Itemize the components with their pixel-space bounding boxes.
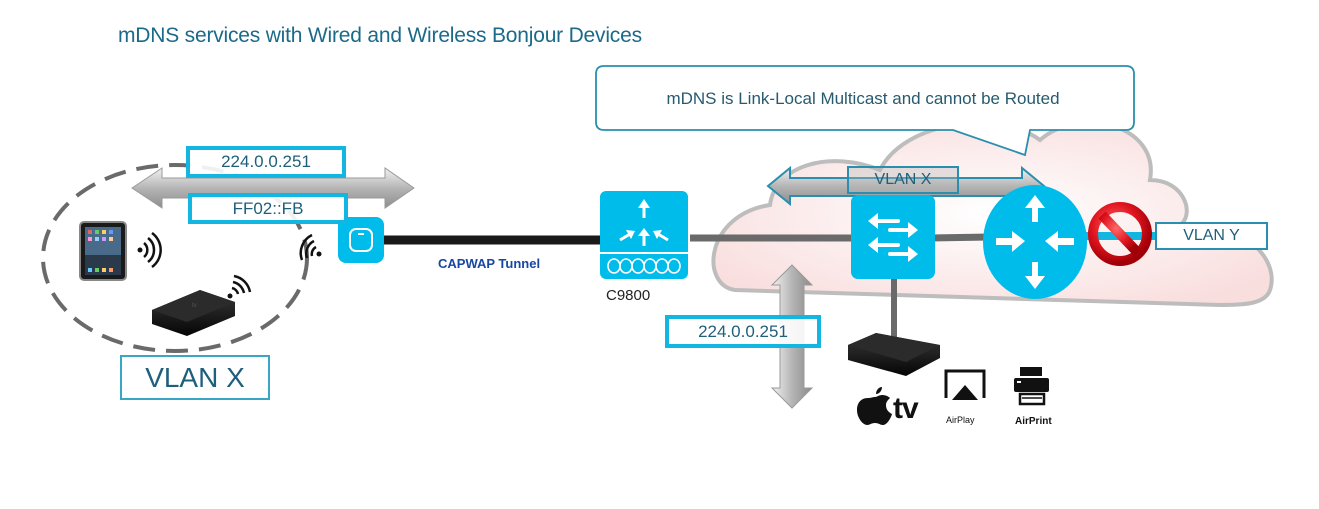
capwap-tunnel-label: CAPWAP Tunnel [438,256,541,271]
printer-icon [1014,367,1049,406]
wifi-signal-icon [227,274,252,299]
callout-text: mDNS is Link-Local Multicast and cannot … [666,89,1060,108]
access-point-icon [338,217,384,263]
airplay-label: AirPlay [946,415,975,425]
router-icon [983,185,1087,299]
ipv6-multicast-label: FF02::FB [188,193,348,224]
prohibited-icon [1088,202,1152,266]
wired-link-switch-router [929,233,991,242]
apple-tv-icon: tv [152,290,235,336]
wifi-signal-icon [299,233,322,261]
wired-vlan-label: VLAN X [847,166,959,194]
wireless-controller-label: C9800 [606,287,651,304]
apple-tv-brand-label: tv [893,392,919,425]
diagram-title: mDNS services with Wired and Wireless Bo… [118,24,642,47]
ipv4-multicast-label-wired: 224.0.0.251 [665,315,821,348]
ipv4-multicast-label-wireless: 224.0.0.251 [186,146,346,178]
wireless-lan-controller-icon [600,191,688,279]
apple-logo-icon [857,387,892,425]
blocked-vlan-label: VLAN Y [1155,222,1268,250]
wifi-signal-icon [137,231,162,269]
svg-text:tv: tv [192,303,197,309]
callout-bubble [595,65,1135,157]
airprint-label: AirPrint [1015,416,1052,427]
ipad-icon [79,221,127,281]
wireless-vlan-label: VLAN X [120,355,270,400]
airplay-icon [944,369,986,400]
layer2-switch-icon [851,195,935,279]
apple-tv-icon [848,333,940,376]
